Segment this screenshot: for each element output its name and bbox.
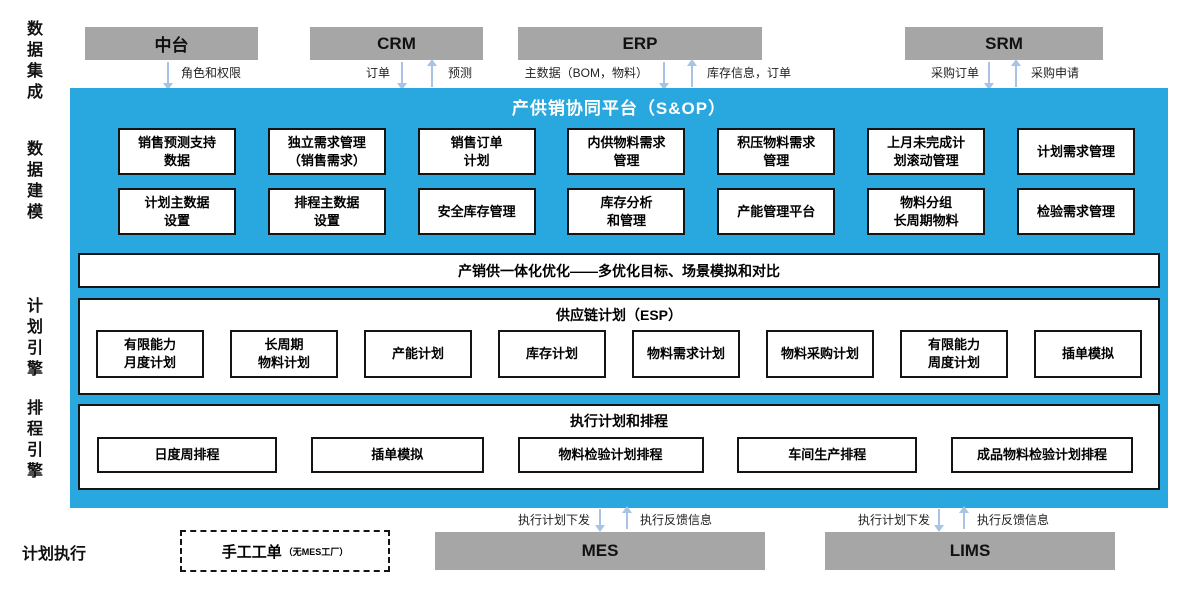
module-box: 产能管理平台 bbox=[717, 188, 836, 235]
module-box: 产能计划 bbox=[364, 330, 472, 378]
module-box: 车间生产排程 bbox=[737, 437, 918, 473]
sop-platform-panel: 产供销协同平台（S&OP） 销售预测支持 数据 独立需求管理 （销售需求） 销售… bbox=[70, 88, 1168, 508]
manual-work-order-box: 手工工单 （无MES工厂） bbox=[180, 530, 390, 572]
flow-label-mes-dispatch: 执行计划下发 bbox=[517, 513, 590, 527]
module-box: 物料采购计划 bbox=[766, 330, 874, 378]
module-box: 库存分析 和管理 bbox=[567, 188, 686, 235]
execution-section: 执行计划和排程 日度周排程 插单模拟 物料检验计划排程 车间生产排程 成品物料检… bbox=[78, 404, 1160, 490]
manual-work-order-note: （无MES工厂） bbox=[283, 546, 349, 557]
arrow-up-lims bbox=[959, 506, 969, 529]
module-box: 独立需求管理 （销售需求） bbox=[267, 128, 386, 175]
module-box: 有限能力 月度计划 bbox=[96, 330, 204, 378]
system-box-erp: ERP bbox=[518, 27, 762, 60]
platform-row2: 计划主数据 设置 排程主数据 设置 安全库存管理 库存分析 和管理 产能管理平台… bbox=[118, 188, 1135, 235]
flow-label-orders: 订单 bbox=[365, 66, 390, 80]
module-box: 长周期 物料计划 bbox=[230, 330, 338, 378]
arrow-down-crm bbox=[397, 62, 407, 90]
module-box: 安全库存管理 bbox=[417, 188, 536, 235]
rail-label-plan-execution: 计划执行 bbox=[22, 546, 87, 563]
system-box-crm: CRM bbox=[310, 27, 483, 60]
esp-section-title: 供应链计划（ESP） bbox=[555, 307, 682, 323]
module-box: 物料检验计划排程 bbox=[517, 437, 704, 473]
module-box: 排程主数据 设置 bbox=[267, 188, 386, 235]
module-box: 计划主数据 设置 bbox=[118, 188, 236, 235]
flow-label-mes-feedback: 执行反馈信息 bbox=[640, 513, 713, 527]
flow-label-roles-permissions: 角色和权限 bbox=[181, 66, 242, 80]
system-box-srm: SRM bbox=[905, 27, 1103, 60]
module-box: 销售预测支持 数据 bbox=[118, 128, 236, 175]
arrow-up-mes bbox=[622, 506, 632, 529]
manual-work-order-label: 手工工单 bbox=[221, 543, 282, 561]
flow-label-master-data: 主数据（BOM，物料） bbox=[524, 66, 648, 80]
execution-section-title: 执行计划和排程 bbox=[570, 413, 668, 429]
flow-label-purchase-requests: 采购申请 bbox=[1031, 66, 1080, 80]
module-box: 计划需求管理 bbox=[1016, 128, 1135, 175]
module-box: 日度周排程 bbox=[97, 437, 277, 473]
module-box: 库存计划 bbox=[498, 330, 606, 378]
module-box: 物料分组 长周期物料 bbox=[867, 188, 986, 235]
module-box: 内供物料需求 管理 bbox=[567, 128, 686, 175]
arrow-down-erp bbox=[659, 62, 669, 90]
flow-label-purchase-orders: 采购订单 bbox=[930, 66, 979, 80]
esp-row: 有限能力 月度计划 长周期 物料计划 产能计划 库存计划 物料需求计划 物料采购… bbox=[96, 330, 1142, 378]
esp-section: 供应链计划（ESP） 有限能力 月度计划 长周期 物料计划 产能计划 库存计划 … bbox=[78, 298, 1160, 395]
platform-row1: 销售预测支持 数据 独立需求管理 （销售需求） 销售订单 计划 内供物料需求 管… bbox=[118, 128, 1135, 175]
module-box: 积压物料需求 管理 bbox=[717, 128, 836, 175]
flow-label-lims-dispatch: 执行计划下发 bbox=[857, 513, 930, 527]
rail-label-scheduling-engine: 排程引擎 bbox=[24, 399, 41, 483]
flow-label-lims-feedback: 执行反馈信息 bbox=[977, 513, 1050, 527]
flow-label-inventory-orders: 库存信息，订单 bbox=[707, 66, 792, 80]
system-box-zhongtai: 中台 bbox=[85, 27, 258, 60]
flow-label-forecast: 预测 bbox=[448, 66, 473, 80]
platform-title: 产供销协同平台（S&OP） bbox=[511, 99, 727, 118]
module-box: 插单模拟 bbox=[1034, 330, 1142, 378]
module-box: 销售订单 计划 bbox=[417, 128, 536, 175]
arrow-up-erp bbox=[687, 59, 697, 87]
module-box: 插单模拟 bbox=[310, 437, 484, 473]
module-box: 成品物料检验计划排程 bbox=[951, 437, 1133, 473]
arrow-up-srm bbox=[1011, 59, 1021, 87]
arrow-down-srm bbox=[984, 62, 994, 90]
module-box: 物料需求计划 bbox=[632, 330, 740, 378]
arrow-down-zhongtai bbox=[163, 62, 173, 90]
arrow-up-crm bbox=[427, 59, 437, 87]
rail-label-data-integration: 数据集成 bbox=[24, 20, 41, 104]
optimization-band: 产销供一体化优化——多优化目标、场景模拟和对比 bbox=[78, 253, 1160, 288]
system-box-lims: LIMS bbox=[825, 532, 1115, 570]
module-box: 上月未完成计 划滚动管理 bbox=[867, 128, 986, 175]
module-box: 有限能力 周度计划 bbox=[900, 330, 1008, 378]
arrow-down-mes bbox=[595, 509, 605, 532]
rail-label-planning-engine: 计划引擎 bbox=[24, 297, 41, 381]
arrow-down-lims bbox=[934, 509, 944, 532]
rail-label-data-modeling: 数据建模 bbox=[24, 140, 41, 224]
execution-row: 日度周排程 插单模拟 物料检验计划排程 车间生产排程 成品物料检验计划排程 bbox=[97, 437, 1133, 473]
module-box: 检验需求管理 bbox=[1016, 188, 1135, 235]
system-box-mes: MES bbox=[435, 532, 765, 570]
